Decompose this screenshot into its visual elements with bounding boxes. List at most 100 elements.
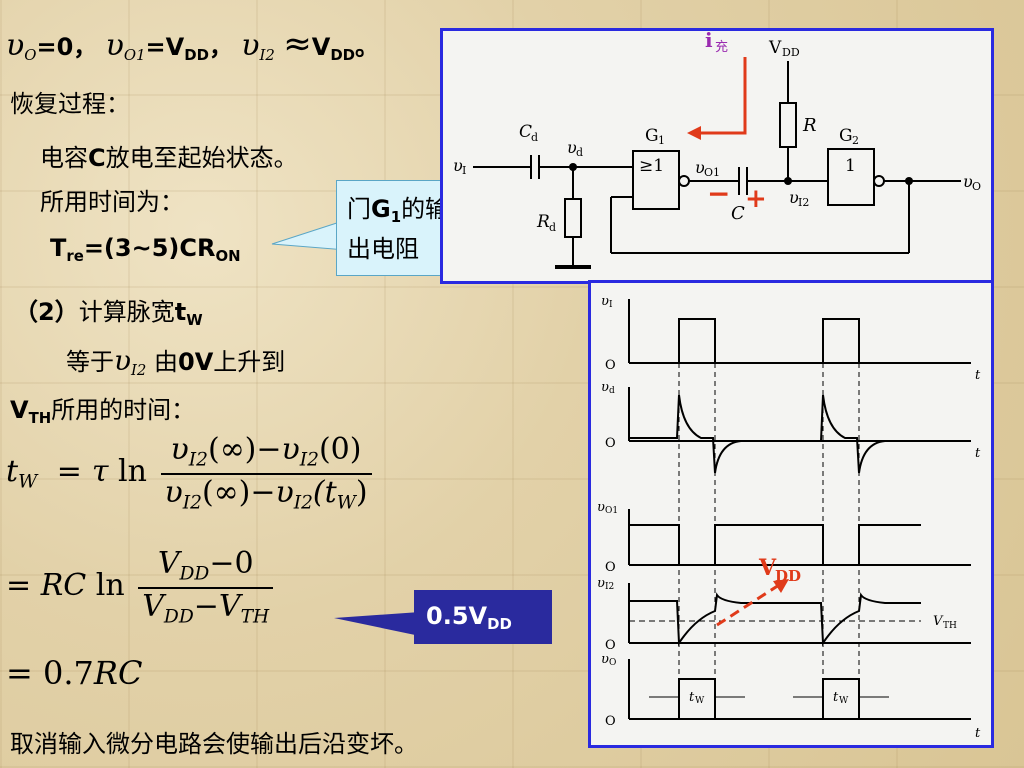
wl-t5: t xyxy=(975,726,981,741)
f2d-v2: V xyxy=(218,588,241,624)
vdd-arrow-head xyxy=(773,579,789,593)
d-v1: υ xyxy=(164,474,183,510)
rise-c: 上升到 xyxy=(213,348,286,376)
line1-a: 电容 xyxy=(40,144,88,172)
label-vdd-red: V xyxy=(758,555,777,581)
n-v2: υ xyxy=(281,432,300,467)
period: 。 xyxy=(355,33,380,61)
rise-line2: VTH所用的时间： xyxy=(10,390,195,427)
f1-denominator: υI2(∞)−υI2(tW) xyxy=(161,475,372,514)
f2-ln: ln xyxy=(95,568,125,603)
eq-zero: =0， xyxy=(36,33,98,61)
wl-o1: O xyxy=(605,358,616,373)
upsilon-3: υ xyxy=(241,28,260,63)
label-vi-sub: I xyxy=(462,164,466,177)
wave-vo xyxy=(629,678,921,720)
label-minus: − xyxy=(707,177,730,210)
d-v2: υ xyxy=(275,474,294,510)
n-s1: I2 xyxy=(188,449,208,471)
wl-tw1-sub: W xyxy=(695,696,705,706)
f2d-th: TH xyxy=(240,606,270,627)
n-minus: − xyxy=(256,432,282,467)
label-i-sub: 充 xyxy=(715,39,728,55)
label-vo: υ xyxy=(963,172,973,191)
f1-fraction: υI2(∞)−υI2(0) υI2(∞)−υI2(tW) xyxy=(160,432,372,514)
label-cd: C xyxy=(519,122,532,142)
f2-rc: RC xyxy=(40,568,87,603)
wl-tw1: t xyxy=(689,690,695,705)
callout2-sub: DD xyxy=(487,615,512,634)
wl-t1: t xyxy=(975,368,981,383)
label-g1: G xyxy=(645,126,659,146)
wl-t2: t xyxy=(975,446,981,461)
callout1-g: G xyxy=(371,195,391,223)
wl-vd: υ xyxy=(601,380,609,395)
gate1-symbol: ≥1 xyxy=(639,156,664,176)
section2-heading: （2）计算脉宽tW xyxy=(14,292,203,329)
wl-vi-sub: I xyxy=(609,300,613,310)
node-vi2 xyxy=(784,177,792,185)
top-line: υO=0， υO1=VDD， υI2 ≈VDD。 xyxy=(6,24,379,64)
callout2-pointer xyxy=(334,612,420,636)
wl-vo1: υ xyxy=(597,500,605,515)
section-text: 计算脉宽 xyxy=(78,298,175,326)
f2n-v: V xyxy=(157,546,180,581)
label-vo1-sub: O1 xyxy=(704,166,720,179)
label-rd: R xyxy=(536,212,550,232)
n-s2: I2 xyxy=(299,449,319,471)
label-c: C xyxy=(731,203,745,224)
f1-tau: τ xyxy=(91,454,109,489)
label-vi: υ xyxy=(453,156,463,175)
recovery-line2: 所用时间为： xyxy=(40,188,184,216)
recovery-heading: 恢复过程： xyxy=(10,90,130,118)
vth-sub: TH xyxy=(28,409,52,428)
label-g1-sub: 1 xyxy=(658,134,665,147)
label-vd-sub: d xyxy=(576,146,583,159)
rise-d: 所用的时间： xyxy=(51,396,196,424)
wl-vi: υ xyxy=(601,294,609,309)
tre-on: ON xyxy=(215,247,241,266)
resistor-rd xyxy=(564,198,582,238)
wave-vi xyxy=(629,318,921,364)
n-a2: (0) xyxy=(318,432,362,467)
f3-val: 0.7 xyxy=(42,654,94,692)
f1-t: t xyxy=(6,454,19,489)
bottom-note: 取消输入微分电路会使输出后沿变坏。 xyxy=(10,730,418,758)
section-number: （2） xyxy=(14,298,79,326)
label-vi2: υ xyxy=(789,188,799,207)
g2-bubble xyxy=(873,175,885,187)
callout1-g-sub: 1 xyxy=(390,208,402,227)
vdd-dashed-arrow xyxy=(716,583,780,627)
charge-current-arrow xyxy=(699,57,747,135)
d-a2: (t xyxy=(312,474,337,510)
wl-tw2-sub: W xyxy=(839,696,849,706)
f2d-v: V xyxy=(142,588,164,624)
wl-vo1-sub: O1 xyxy=(605,506,618,516)
wl-vi2: υ xyxy=(597,576,605,591)
wl-vo-sub: O xyxy=(609,658,616,668)
line1-b: 放电至起始状态。 xyxy=(105,144,298,172)
tre-sub: re xyxy=(66,247,84,266)
eq-vdd: =V xyxy=(145,33,185,61)
charge-arrow-head xyxy=(687,126,701,140)
label-plus: + xyxy=(745,184,767,214)
label-cd-sub: d xyxy=(531,131,538,144)
guide-lines xyxy=(678,363,860,719)
rise-sub: I2 xyxy=(131,361,147,380)
d-s2: I2 xyxy=(293,492,313,513)
upsilon-2: υ xyxy=(105,28,124,63)
f2d-dd: DD xyxy=(163,606,194,627)
tre-formula: Tre=(3~5)CRON xyxy=(50,234,241,265)
label-g2-sub: 2 xyxy=(852,134,859,147)
f2n-rest: −0 xyxy=(209,546,254,581)
label-g2: G xyxy=(839,126,853,146)
label-vdd-sub: DD xyxy=(782,46,800,59)
waveform-panel: υ I O t υ d O t υ O1 O υ I2 O V TH υ O O… xyxy=(588,280,994,748)
sub-i2: I2 xyxy=(259,46,275,65)
callout-half-vdd: 0.5VDD xyxy=(414,590,552,644)
vth-v: V xyxy=(10,396,29,424)
sub-o: O xyxy=(24,46,37,65)
rise-a: 等于 xyxy=(66,348,114,376)
node-vo xyxy=(905,177,913,185)
f2-fraction: VDD−0 VDD−VTH xyxy=(138,546,274,627)
